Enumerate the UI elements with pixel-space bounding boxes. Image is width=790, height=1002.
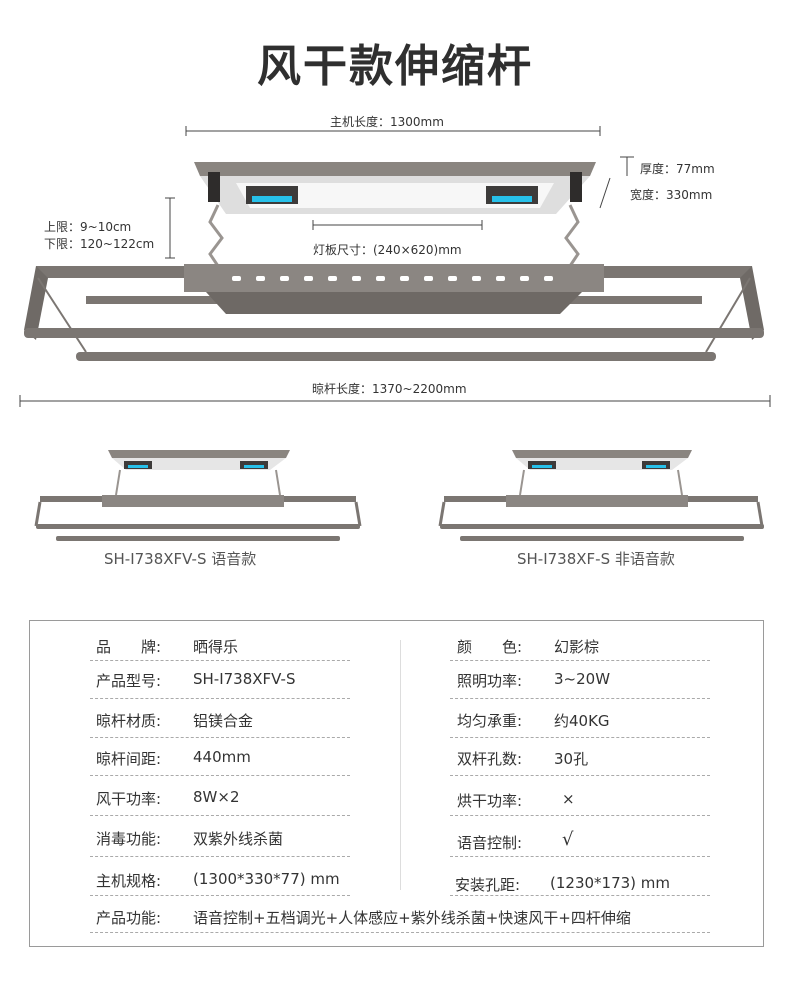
model-voice-label: SH-I738XFV-S 语音款 [104, 550, 257, 568]
spec-label: 照明功率: [457, 672, 523, 690]
divider [90, 737, 350, 738]
spec-value: 3~20W [554, 670, 611, 688]
spec-label: 产品功能: [96, 909, 162, 927]
spec-label: 均匀承重: [457, 712, 523, 730]
spec-label: 品 牌: [96, 638, 162, 656]
upper-limit-label: 上限：9~10cm [44, 220, 132, 234]
spec-label: 语音控制: [457, 834, 523, 852]
divider [450, 856, 710, 857]
divider [90, 775, 350, 776]
spec-label: 烘干功率: [457, 792, 523, 810]
spec-label: 晾杆间距: [96, 750, 162, 768]
spec-value: √ [562, 829, 574, 850]
spec-value: 铝镁合金 [193, 712, 254, 730]
divider [450, 815, 710, 816]
divider [450, 660, 710, 661]
spec-value: 440mm [193, 748, 251, 766]
divider [90, 932, 710, 933]
host-length-label: 主机长度：1300mm [330, 115, 444, 129]
spec-label: 颜 色: [457, 638, 523, 656]
width-label: 宽度：330mm [630, 188, 713, 202]
panel-size-label: 灯板尺寸：(240×620)mm [313, 243, 462, 257]
spec-value: (1230*173) mm [550, 874, 670, 892]
divider [450, 895, 710, 896]
thickness-label: 厚度：77mm [640, 162, 715, 176]
divider [90, 815, 350, 816]
spec-label: 双杆孔数: [457, 750, 523, 768]
divider [450, 737, 710, 738]
spec-value: 晒得乐 [193, 638, 239, 656]
spec-value: 幻影棕 [554, 638, 600, 656]
divider [90, 895, 350, 896]
lower-limit-label: 下限：120~122cm [44, 237, 155, 251]
spec-label: 产品型号: [96, 672, 162, 690]
divider [90, 856, 350, 857]
main-product-illustration [19, 126, 771, 407]
spec-value: 30孔 [554, 750, 589, 768]
divider [90, 698, 350, 699]
spec-label: 风干功率: [96, 790, 162, 808]
spec-value: 约40KG [554, 712, 610, 730]
divider [90, 660, 350, 661]
spec-label: 晾杆材质: [96, 712, 162, 730]
spec-value: 语音控制+五档调光+人体感应+紫外线杀菌+快速风干+四杆伸缩 [193, 909, 631, 927]
spec-value: 双紫外线杀菌 [193, 830, 284, 848]
spec-value: 8W×2 [193, 788, 240, 806]
spec-label: 安装孔距: [455, 876, 521, 894]
page-title: 风干款伸缩杆 [257, 41, 533, 92]
model-nonvoice-label: SH-I738XF-S 非语音款 [517, 550, 675, 568]
model-nonvoice-illustration [438, 450, 764, 541]
rod-length-label: 晾杆长度：1370~2200mm [312, 382, 467, 396]
spec-label: 消毒功能: [96, 830, 162, 848]
spec-value: SH-I738XFV-S [193, 670, 296, 688]
spec-table [29, 620, 764, 947]
divider [450, 775, 710, 776]
spec-value: × [562, 790, 575, 808]
model-voice-illustration [34, 450, 362, 541]
spec-label: 主机规格: [96, 872, 162, 890]
spec-divider [400, 640, 401, 890]
model-illustrations [34, 450, 764, 541]
divider [450, 698, 710, 699]
spec-value: (1300*330*77) mm [193, 870, 340, 888]
